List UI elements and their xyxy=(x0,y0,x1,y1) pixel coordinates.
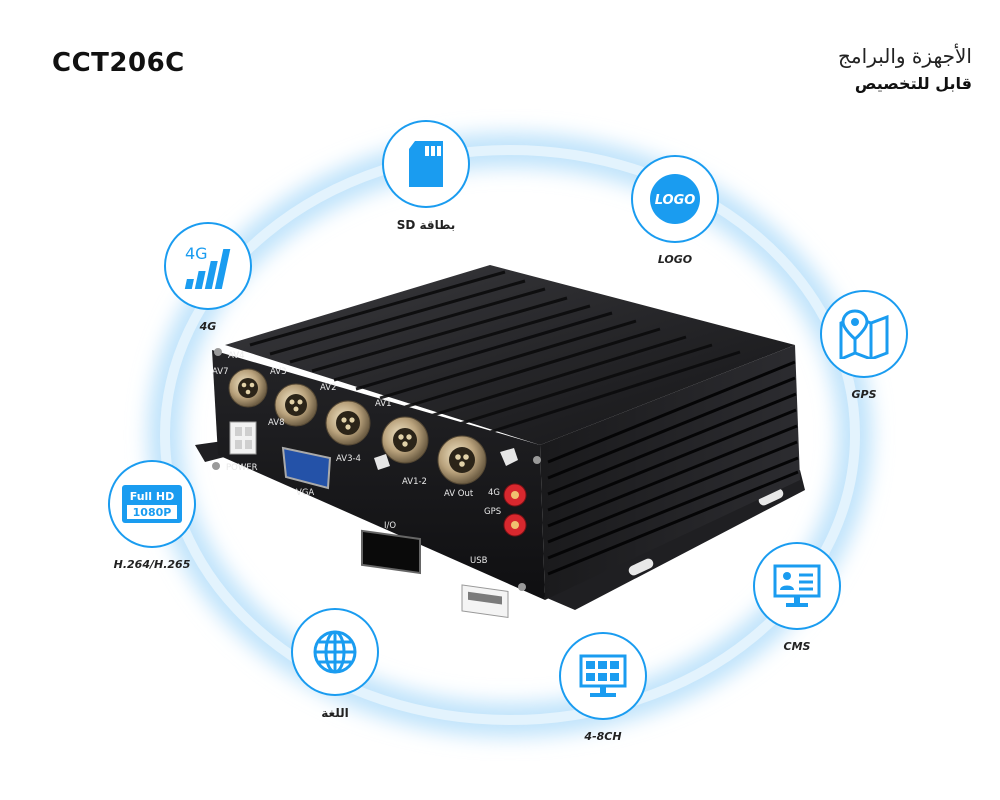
logo-badge-text: LOGO xyxy=(655,193,696,208)
feature-label: CMS xyxy=(783,640,811,653)
logo-badge-icon: LOGO xyxy=(650,174,700,224)
feature-circle: Full HD 1080P xyxy=(108,460,196,548)
signal-4g-text: 4G xyxy=(185,244,208,263)
feature-4g: 4G 4G xyxy=(148,222,268,333)
port-label-vga: VGA xyxy=(296,488,314,498)
header-customizable: الأجهزة والبرامج قابل للتخصيص xyxy=(838,44,972,93)
feature-circle xyxy=(820,290,908,378)
signal-4g-icon: 4G xyxy=(184,244,231,289)
model-name: CCT206C xyxy=(52,48,185,78)
feature-sd-card: بطاقة SD xyxy=(366,120,486,232)
feature-logo: LOGO LOGO xyxy=(615,155,735,266)
feature-label: 4G xyxy=(199,320,217,333)
feature-circle xyxy=(753,542,841,630)
port-label-av2: AV2 xyxy=(320,383,337,393)
feature-circle xyxy=(291,608,379,696)
feature-circle: LOGO xyxy=(631,155,719,243)
feature-label: H.264/H.265 xyxy=(113,558,191,571)
feature-gps: GPS xyxy=(804,290,924,401)
resolution-text: 1080P xyxy=(133,506,172,519)
map-pin-icon xyxy=(839,309,889,359)
feature-cms: CMS xyxy=(737,542,857,653)
feature-channels: 4-8CH xyxy=(543,632,663,743)
full-hd-text: Full HD xyxy=(130,490,175,503)
port-label-4g: 4G xyxy=(488,488,500,498)
monitor-profile-icon xyxy=(773,564,821,607)
feature-label: LOGO xyxy=(657,253,693,266)
full-hd-icon: Full HD 1080P xyxy=(122,485,182,523)
header-title: الأجهزة والبرامج xyxy=(838,44,972,68)
grid-screen-icon xyxy=(579,654,627,697)
port-label-av1-2: AV1-2 xyxy=(402,477,427,487)
port-label-av4: AV4 xyxy=(228,351,245,361)
port-label-power: POWER xyxy=(226,463,258,473)
feature-circle xyxy=(382,120,470,208)
feature-label: اللغة xyxy=(321,706,349,720)
globe-icon xyxy=(313,630,357,674)
feature-label: GPS xyxy=(851,388,877,401)
port-label-av7: AV7 xyxy=(212,367,229,377)
sd-card-icon xyxy=(409,141,443,187)
port-label-av3: AV3 xyxy=(270,367,287,377)
port-label-gps: GPS xyxy=(484,507,501,517)
header-subtitle: قابل للتخصيص xyxy=(854,74,972,93)
port-label-io: I/O xyxy=(384,521,396,531)
port-label-av-out: AV Out xyxy=(444,489,474,499)
feature-video-codec: Full HD 1080P H.264/H.265 xyxy=(92,460,212,571)
port-label-av1: AV1 xyxy=(375,399,392,409)
feature-circle xyxy=(559,632,647,720)
feature-label: بطاقة SD xyxy=(396,218,456,232)
port-label-av8: AV8 xyxy=(268,418,285,428)
port-label-av3-4: AV3-4 xyxy=(336,454,361,464)
feature-circle: 4G xyxy=(164,222,252,310)
port-label-usb: USB xyxy=(470,556,488,566)
feature-label: 4-8CH xyxy=(584,730,622,743)
feature-language: اللغة xyxy=(275,608,395,720)
